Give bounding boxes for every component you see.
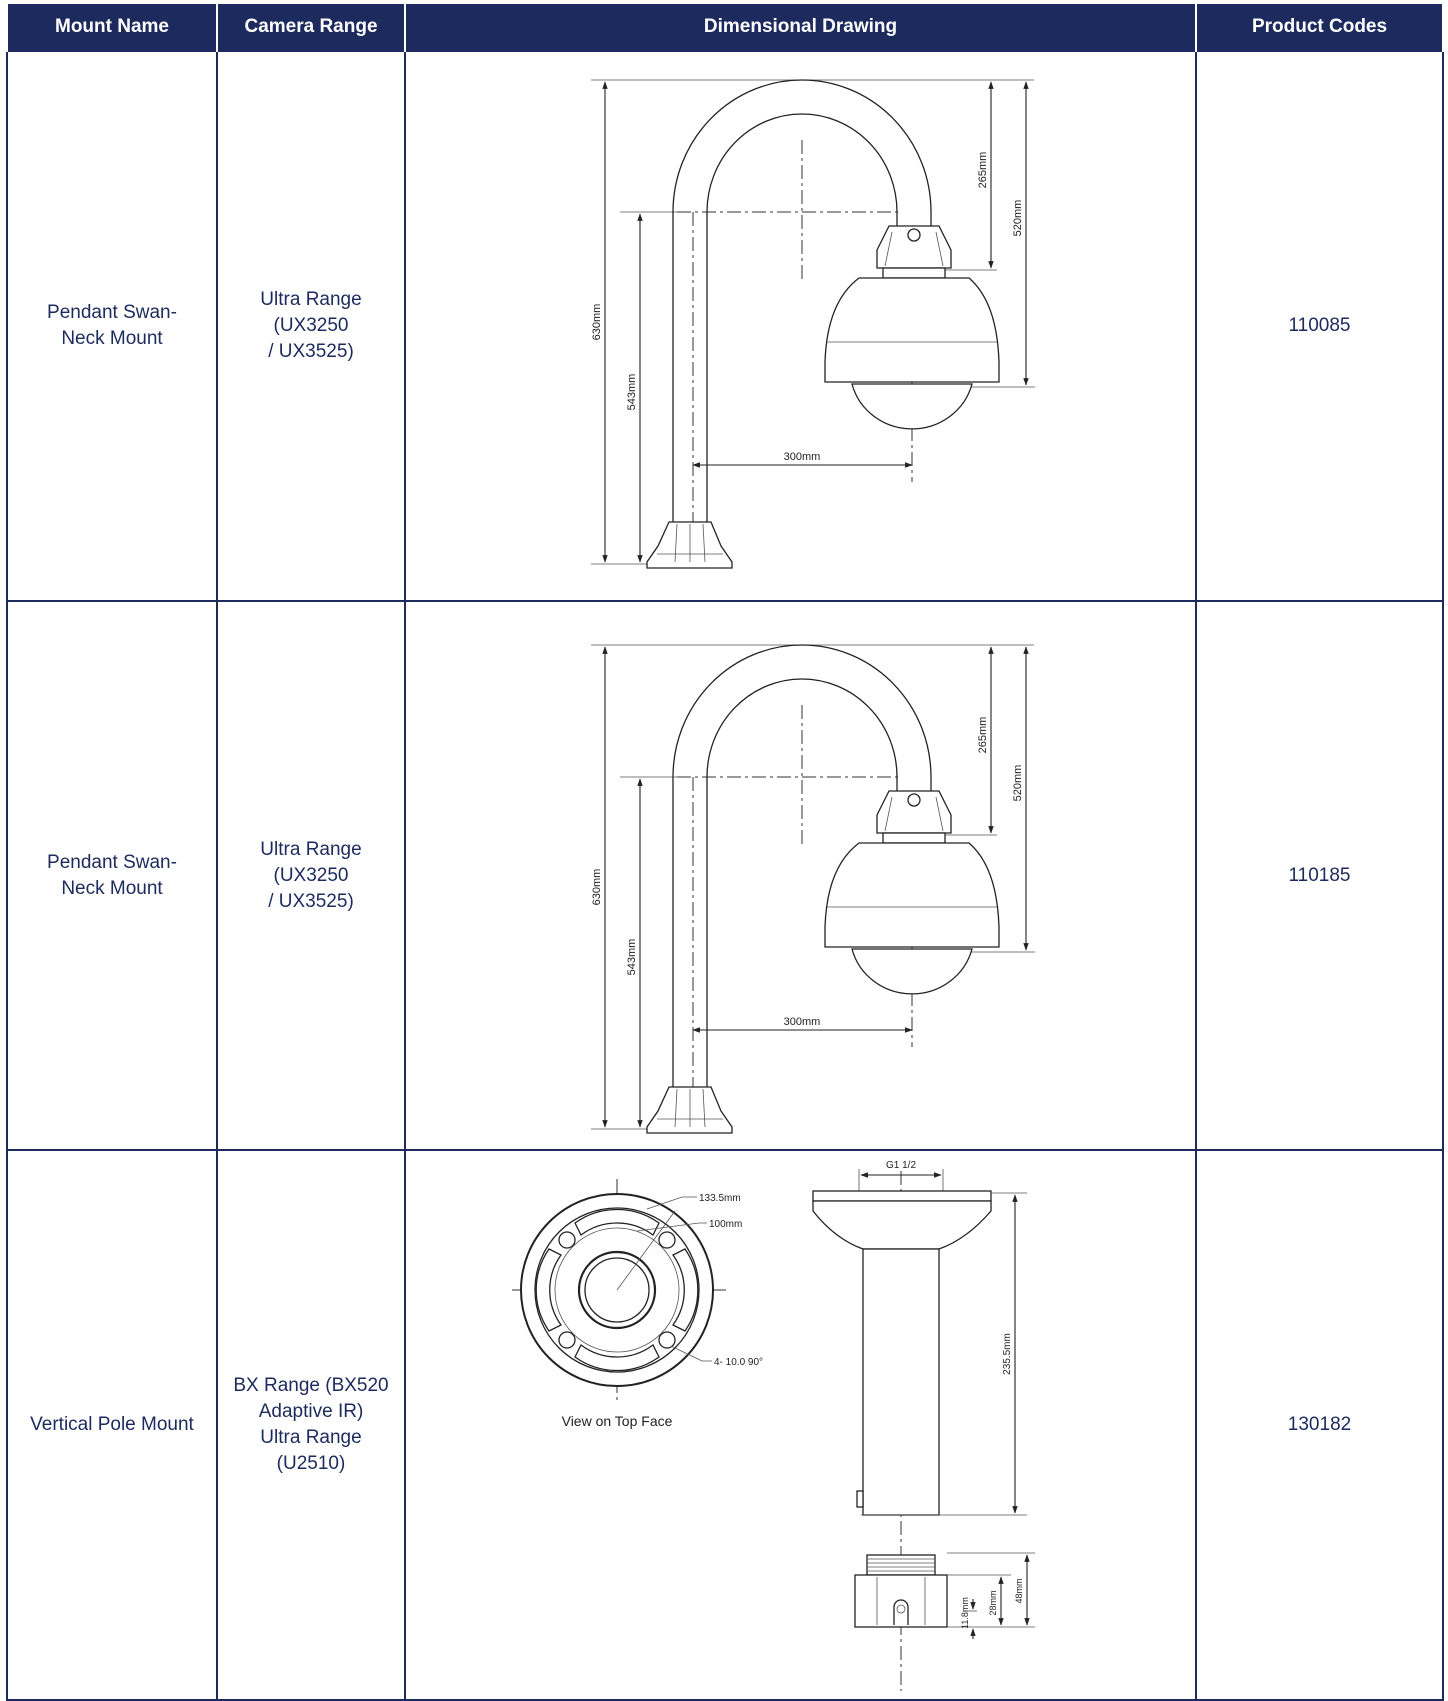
mount-name: Pendant Swan-Neck Mount — [47, 302, 177, 349]
header-product-codes: Product Codes — [1195, 4, 1444, 51]
dim-reach: 300mm — [784, 451, 821, 463]
mount-name-cell: Pendant Swan-Neck Mount — [6, 600, 218, 1151]
camera-range-line: Ultra Range (UX3250 — [260, 289, 362, 336]
dim-inner-diameter: 100mm — [709, 1219, 742, 1230]
top-view-caption: View on Top Face — [562, 1413, 673, 1429]
dimensional-drawing-cell: 133.5mm 100mm 4- 10.0 90° View on Top Fa… — [404, 1149, 1197, 1701]
dimensional-drawing-cell: 630mm 543mm 265mm 520mm 300mm — [404, 50, 1197, 602]
mount-name-cell: Pendant Swan-Neck Mount — [6, 50, 218, 602]
mount-table-sheet: Mount Name Camera Range Dimensional Draw… — [6, 4, 1444, 1701]
swan-neck-mount-drawing: 630mm 543mm 265mm 520mm 300mm — [591, 79, 1035, 569]
camera-range-cell: Ultra Range (UX3250 / UX3525) — [216, 600, 406, 1151]
dim-outer-diameter: 133.5mm — [699, 1193, 741, 1204]
camera-range-cell: Ultra Range (UX3250 / UX3525) — [216, 50, 406, 602]
dim-top-to-camera: 265mm — [977, 152, 989, 189]
swan-neck-mount-drawing: 630mm 543mm 265mm 520mm 300mm — [591, 644, 1035, 1134]
mount-name-cell: Vertical Pole Mount — [6, 1149, 218, 1701]
product-code-cell: 110085 — [1195, 50, 1444, 602]
camera-range-line: / UX3525) — [268, 890, 354, 912]
header-mount-name: Mount Name — [6, 4, 218, 51]
dim-pole-height: 543mm — [626, 939, 638, 976]
camera-range-cell: BX Range (BX520 Adaptive IR) Ultra Range… — [216, 1149, 406, 1701]
dim-adapter-base: 11.8mm — [960, 1597, 970, 1629]
dim-total-height: 630mm — [591, 304, 603, 341]
side-view: G1 1/2 235.5mm — [812, 1160, 1035, 1696]
mount-name: Pendant Swan-Neck Mount — [47, 851, 177, 899]
header-dimensional-drawing: Dimensional Drawing — [404, 4, 1197, 51]
product-code-cell: 110185 — [1195, 600, 1444, 1151]
dim-reach: 300mm — [784, 1016, 821, 1028]
table-row: Pendant Swan-Neck Mount Ultra Range (UX3… — [6, 600, 1444, 1151]
camera-range-line: / UX3525) — [268, 341, 354, 362]
header-camera-range: Camera Range — [216, 4, 406, 51]
adapter: 48mm 28mm 11.8mm — [854, 1552, 1035, 1639]
table-row: Vertical Pole Mount BX Range (BX520 Adap… — [6, 1149, 1444, 1701]
dim-pole-height: 543mm — [626, 374, 638, 411]
dim-total-height: 630mm — [591, 869, 603, 906]
vertical-pole-mount-drawing: 133.5mm 100mm 4- 10.0 90° View on Top Fa… — [512, 1160, 1035, 1696]
camera-range-line: Ultra Range (UX3250 — [260, 838, 362, 886]
camera-range-line: BX Range (BX520 — [233, 1375, 389, 1396]
dim-adapter-thread: 28mm — [988, 1590, 998, 1615]
table-row: Pendant Swan-Neck Mount Ultra Range (UX3… — [6, 50, 1444, 602]
top-view: 133.5mm 100mm 4- 10.0 90° View on Top Fa… — [512, 1179, 763, 1429]
dim-top-to-camera: 265mm — [977, 717, 989, 754]
dim-thread: G1 1/2 — [886, 1160, 916, 1171]
mount-table: Mount Name Camera Range Dimensional Draw… — [6, 4, 1444, 1701]
camera-range-line: Ultra Range (U2510) — [260, 1427, 362, 1474]
product-code-cell: 130182 — [1195, 1149, 1444, 1701]
dim-top-to-housing: 520mm — [1012, 200, 1024, 237]
dim-pole-length: 235.5mm — [1002, 1333, 1013, 1375]
dim-adapter-height: 48mm — [1014, 1578, 1024, 1603]
dim-top-to-housing: 520mm — [1012, 765, 1024, 802]
dimensional-drawing-cell: 630mm 543mm 265mm 520mm 300mm — [404, 600, 1197, 1151]
header-row: Mount Name Camera Range Dimensional Draw… — [6, 4, 1444, 51]
dim-holes: 4- 10.0 90° — [714, 1357, 763, 1368]
camera-range-line: Adaptive IR) — [258, 1401, 364, 1422]
